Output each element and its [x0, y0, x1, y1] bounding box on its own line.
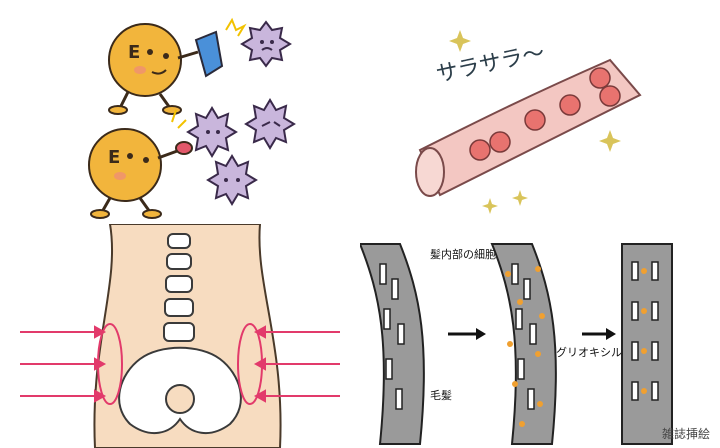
- mascot-top: E: [108, 23, 199, 115]
- hair-strand-3: [621, 243, 673, 445]
- illustration-pelvis: [0, 224, 360, 448]
- hair-strand-1: [360, 243, 425, 445]
- svg-text:E: E: [108, 147, 120, 168]
- label-acid: グリオキシル酸: [556, 345, 633, 359]
- illustration-mascot-vs-virus: E E: [0, 0, 360, 224]
- shield-icon: [194, 30, 224, 78]
- label-hair: 毛髪: [430, 388, 452, 402]
- virus-icon: [186, 106, 238, 158]
- arrow-icon: [582, 328, 616, 340]
- spine: [163, 233, 195, 342]
- onomatopoeia-text: サラサラ〜: [434, 41, 547, 88]
- pelvis-bone: [118, 346, 242, 434]
- mascot-bottom: E: [88, 128, 193, 219]
- sparkle-icon: [449, 30, 621, 214]
- arrow-icon: [448, 328, 486, 340]
- blood-cell-icon: [469, 67, 621, 161]
- svg-text:E: E: [128, 42, 140, 63]
- virus-icon: [244, 98, 296, 150]
- credit-text: 雑誌挿絵: [661, 427, 710, 441]
- virus-icon: [206, 154, 258, 206]
- label-inner-cell: 髪内部の細胞: [430, 247, 496, 261]
- arrow-icon: [20, 325, 340, 403]
- illustration-hair-treatment: 髪内部の細胞 毛髪 グリオキシル酸: [360, 224, 720, 448]
- hair-strand-2: [490, 243, 557, 445]
- virus-icon: [240, 20, 292, 68]
- illustration-blood-vessel: サラサラ〜: [360, 0, 720, 224]
